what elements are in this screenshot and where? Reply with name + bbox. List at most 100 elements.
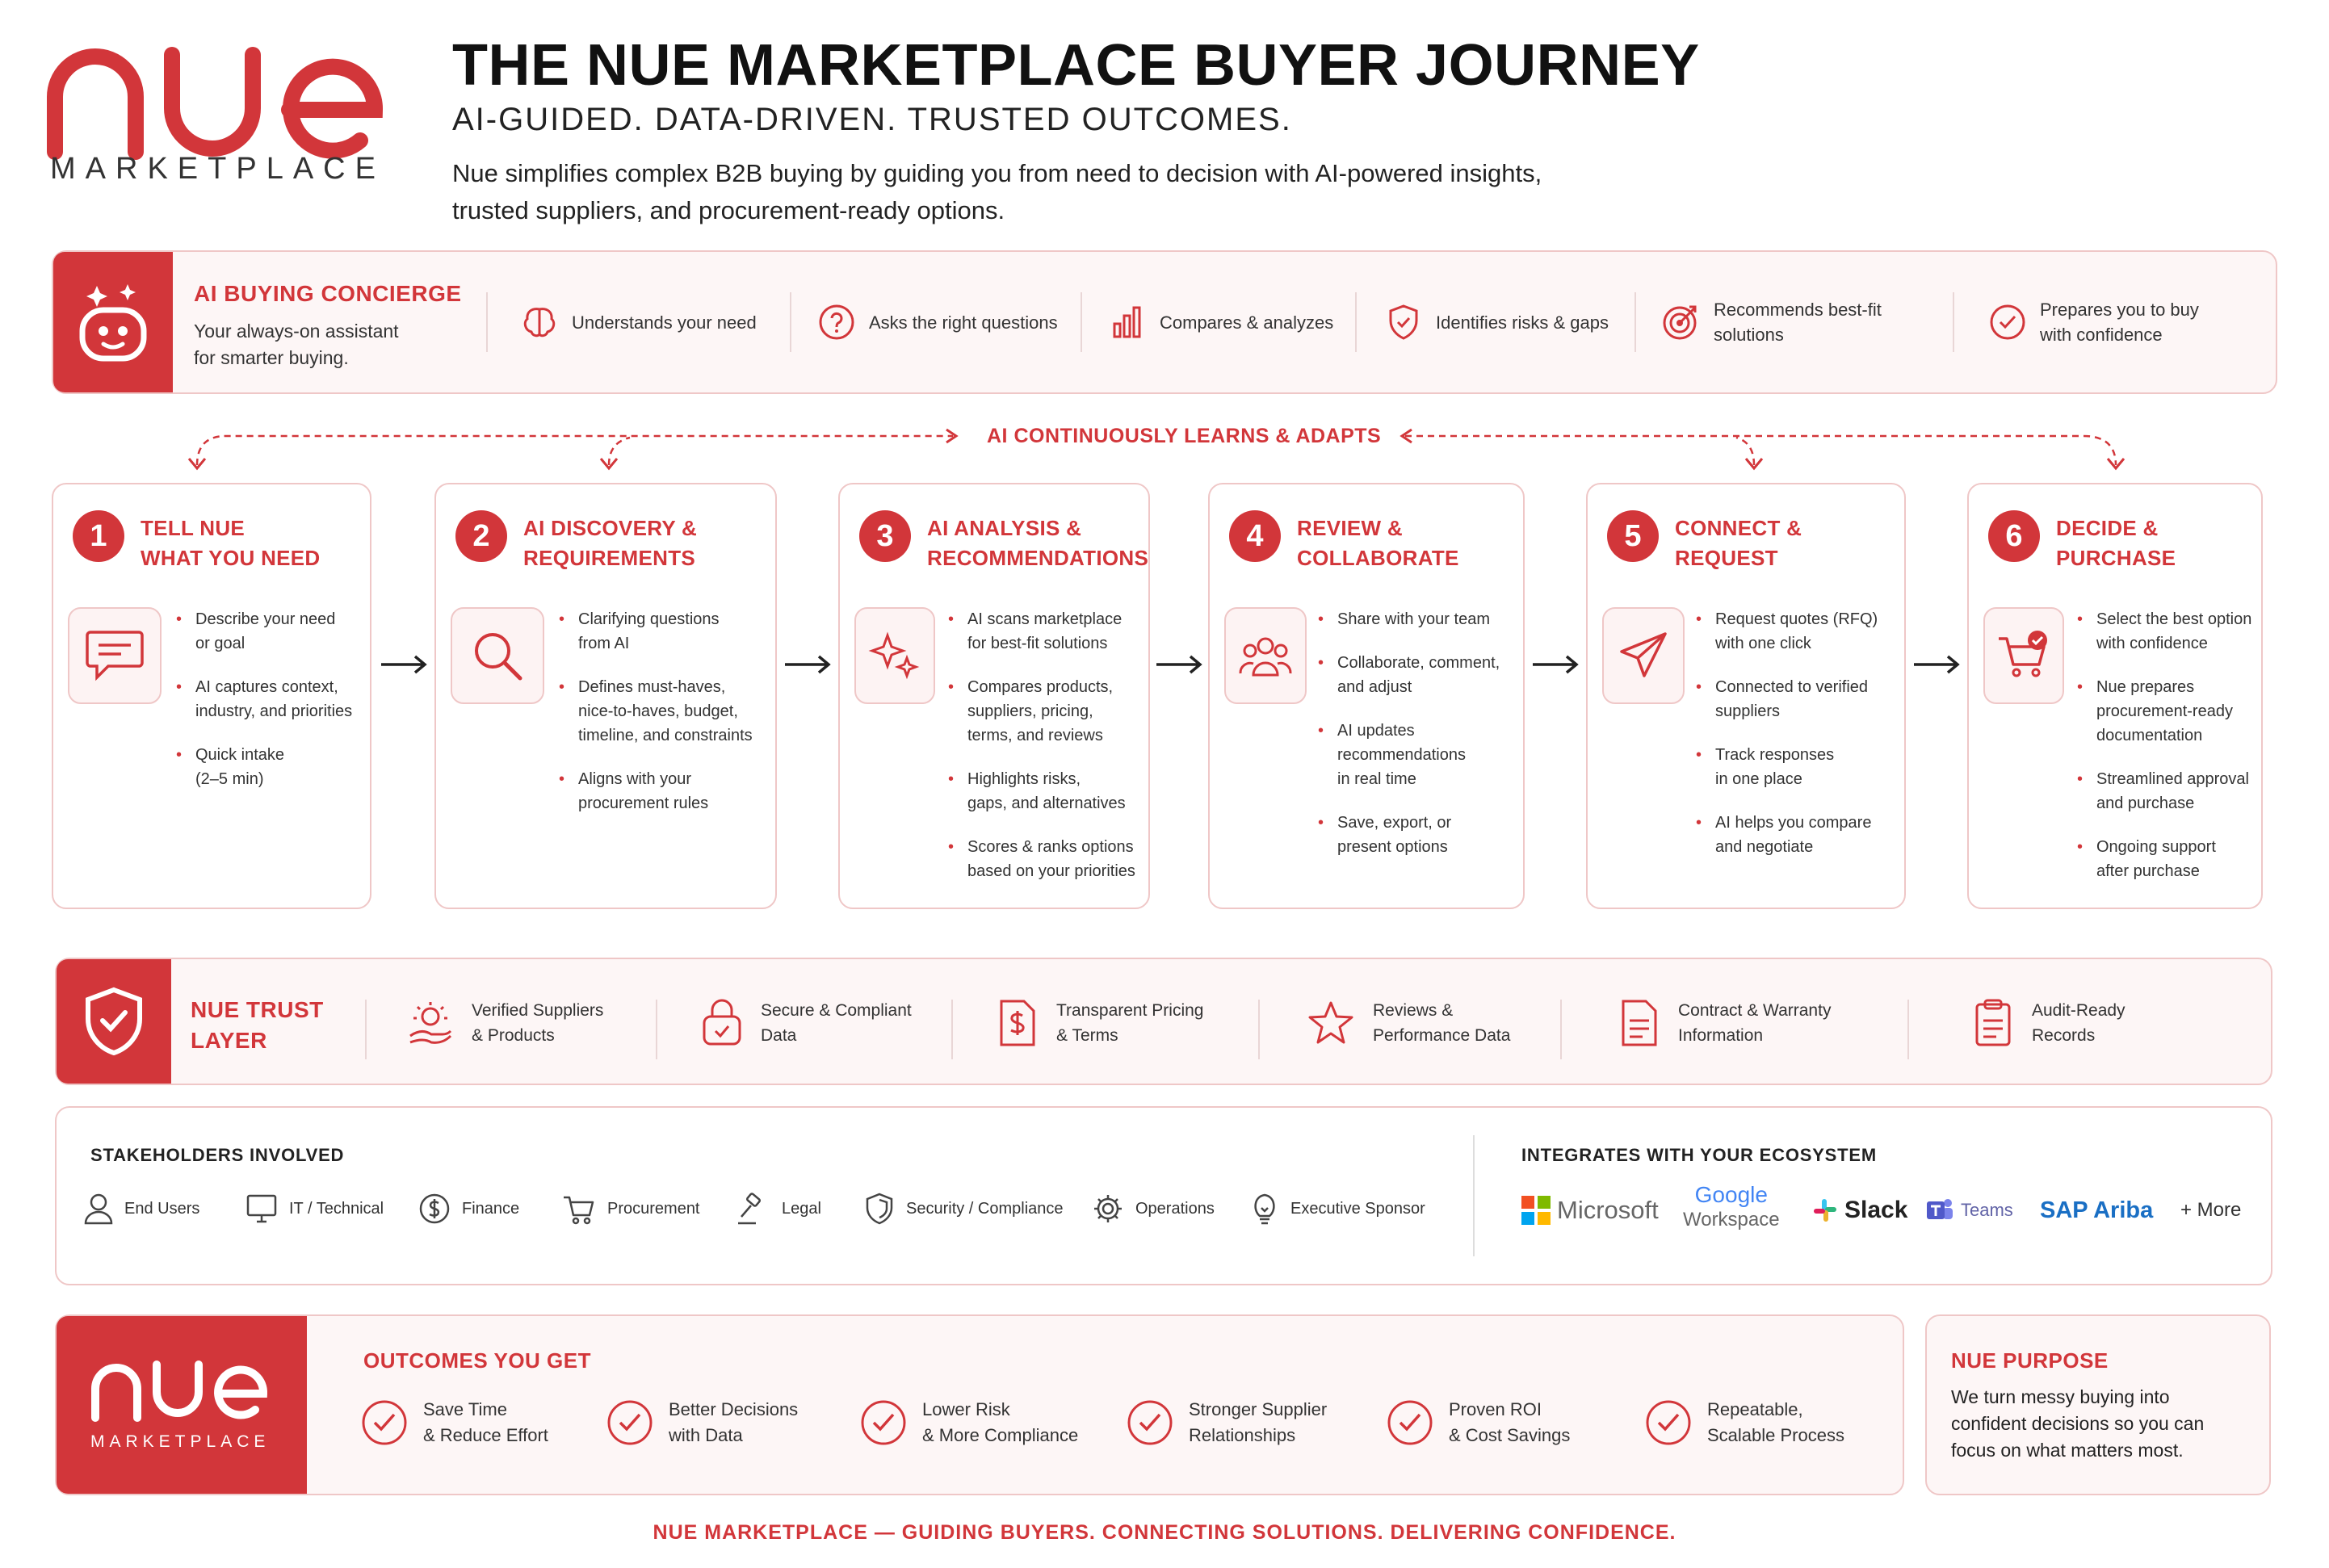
step-bullet-line: or goal — [195, 635, 245, 652]
step-bullet-line: Aligns with your — [578, 770, 692, 788]
trust-feature: Reviews &Performance Data — [1307, 993, 1510, 1053]
step-title-line: WHAT YOU NEED — [141, 546, 321, 570]
feature-label: Identifies risks & gaps — [1436, 312, 1609, 333]
journey-step-5: 5 CONNECT &REQUEST Request quotes (RFQ)w… — [1586, 483, 1906, 909]
step-bullet-line: Share with your team — [1337, 610, 1490, 628]
cart-icon — [562, 1193, 596, 1225]
check-circle-icon — [1644, 1398, 1693, 1447]
step-bullet: Highlights risks,gaps, and alternatives — [948, 767, 1140, 815]
stakeholder-item: End Users — [84, 1189, 199, 1229]
step-bullet-line: Track responses — [1715, 746, 1835, 764]
step-bullet-line: Select the best option — [2096, 610, 2252, 628]
trust-feature: Verified Suppliers& Products — [407, 993, 603, 1053]
step-bullet: Nue preparesprocurement-readydocumentati… — [2077, 675, 2253, 748]
step-number: 3 — [859, 510, 911, 562]
outcome-label-2: Scalable Process — [1707, 1425, 1844, 1445]
step-bullet-line: suppliers, pricing, — [967, 702, 1093, 720]
page-description: Nue simplifies complex B2B buying by gui… — [452, 155, 1647, 229]
step-bullet-line: Request quotes (RFQ) — [1715, 610, 1878, 628]
divider — [1953, 292, 1954, 352]
step-bullet-line: suppliers — [1715, 702, 1781, 720]
step-number: 6 — [1988, 510, 2040, 562]
purpose-line: confident decisions so you can — [1951, 1413, 2205, 1434]
step-bullets: Describe your need or goal AI captures co… — [176, 607, 362, 811]
divider — [656, 1000, 657, 1059]
step-title-line: AI DISCOVERY & — [523, 516, 698, 540]
concierge-feature: Understands your need — [520, 294, 757, 350]
star-icon — [1307, 1000, 1355, 1046]
step-bullet: AI captures context,industry, and priori… — [176, 675, 362, 723]
stakeholder-label: End Users — [124, 1199, 200, 1218]
microsoft-logo: Microsoft — [1521, 1190, 1659, 1231]
step-bullet: Compares products,suppliers, pricing,ter… — [948, 675, 1140, 748]
trust-feature-label: Audit-Ready — [2032, 1001, 2125, 1020]
shield-check-icon — [57, 959, 171, 1084]
cart-check-icon — [1983, 607, 2064, 704]
shield-icon — [864, 1192, 895, 1226]
step-bullet-line: Collaborate, comment, — [1337, 654, 1500, 672]
verified-hand-icon — [407, 999, 454, 1047]
stakeholder-item: Finance — [418, 1189, 519, 1229]
step-number: 2 — [455, 510, 507, 562]
step-bullet: Defines must-haves,nice-to-haves, budget… — [559, 675, 767, 748]
journey-step-3: 3 AI ANALYSIS &RECOMMENDATIONS AI scans … — [838, 483, 1150, 909]
step-bullet-line: nice-to-haves, budget, — [578, 702, 738, 720]
feature-label: Understands your need — [572, 312, 757, 333]
step-bullet-line: recommendations — [1337, 746, 1466, 764]
slack-label: Slack — [1844, 1197, 1908, 1223]
stakeholder-label: Legal — [782, 1199, 821, 1218]
check-circle-icon — [859, 1398, 908, 1447]
outcomes-card: MARKETPLACE OUTCOMES YOU GET Save Time& … — [55, 1314, 1904, 1495]
step-bullet-line: with confidence — [2096, 635, 2208, 652]
stakeholders-title: STAKEHOLDERS INVOLVED — [90, 1145, 345, 1165]
contract-icon — [1618, 998, 1660, 1048]
step-bullet-line: timeline, and constraints — [578, 727, 753, 744]
description-line: Nue simplifies complex B2B buying by gui… — [452, 159, 1542, 187]
gavel-icon — [736, 1193, 770, 1225]
step-bullet-line: (2–5 min) — [195, 770, 264, 788]
step-bullet-line: after purchase — [2096, 862, 2200, 880]
step-bullet-line: Streamlined approval — [2096, 770, 2249, 788]
slack-icon — [1814, 1199, 1836, 1222]
step-arrow — [381, 655, 427, 674]
step-bullet: Streamlined approval and purchase — [2077, 767, 2253, 815]
target-icon — [1660, 302, 1701, 342]
brain-icon — [520, 303, 559, 342]
step-bullet-line: Describe your need — [195, 610, 336, 628]
divider — [1634, 292, 1636, 352]
question-icon — [817, 303, 856, 342]
outcome-item: Repeatable, Scalable Process — [1644, 1397, 1844, 1449]
sap-ariba-label: SAP Ariba — [2040, 1197, 2154, 1223]
purpose-title: NUE PURPOSE — [1951, 1348, 2109, 1373]
stakeholder-item: Security / Compliance — [864, 1189, 1064, 1229]
feature-label-2: solutions — [1714, 325, 1784, 345]
step-arrow — [1156, 655, 1202, 674]
step-bullet-line: and purchase — [2096, 794, 2195, 812]
secure-lock-icon — [701, 999, 743, 1047]
step-bullet: Share with your team — [1318, 607, 1515, 631]
step-bullet: Quick intake(2–5 min) — [176, 743, 362, 791]
step-title-line: CONNECT & — [1675, 516, 1802, 540]
trust-feature-label-2: Data — [761, 1026, 797, 1045]
purpose-line: focus on what matters most. — [1951, 1440, 2184, 1461]
outcome-label: Repeatable, — [1707, 1399, 1803, 1419]
divider — [1355, 292, 1357, 352]
stakeholders-card: STAKEHOLDERS INVOLVED End Users IT / Tec… — [55, 1106, 2272, 1285]
outcome-label: Stronger Supplier — [1189, 1399, 1328, 1419]
trust-feature: Transparent Pricing& Terms — [997, 993, 1203, 1053]
trust-feature-label: Secure & Compliant — [761, 1001, 912, 1020]
divider — [1560, 1000, 1562, 1059]
step-bullet-line: Nue prepares — [2096, 678, 2195, 696]
microsoft-label: Microsoft — [1557, 1196, 1659, 1224]
dollar-doc-icon — [997, 998, 1039, 1048]
step-title-line: REVIEW & — [1297, 516, 1403, 540]
step-bullet: Collaborate, comment,and adjust — [1318, 651, 1515, 699]
